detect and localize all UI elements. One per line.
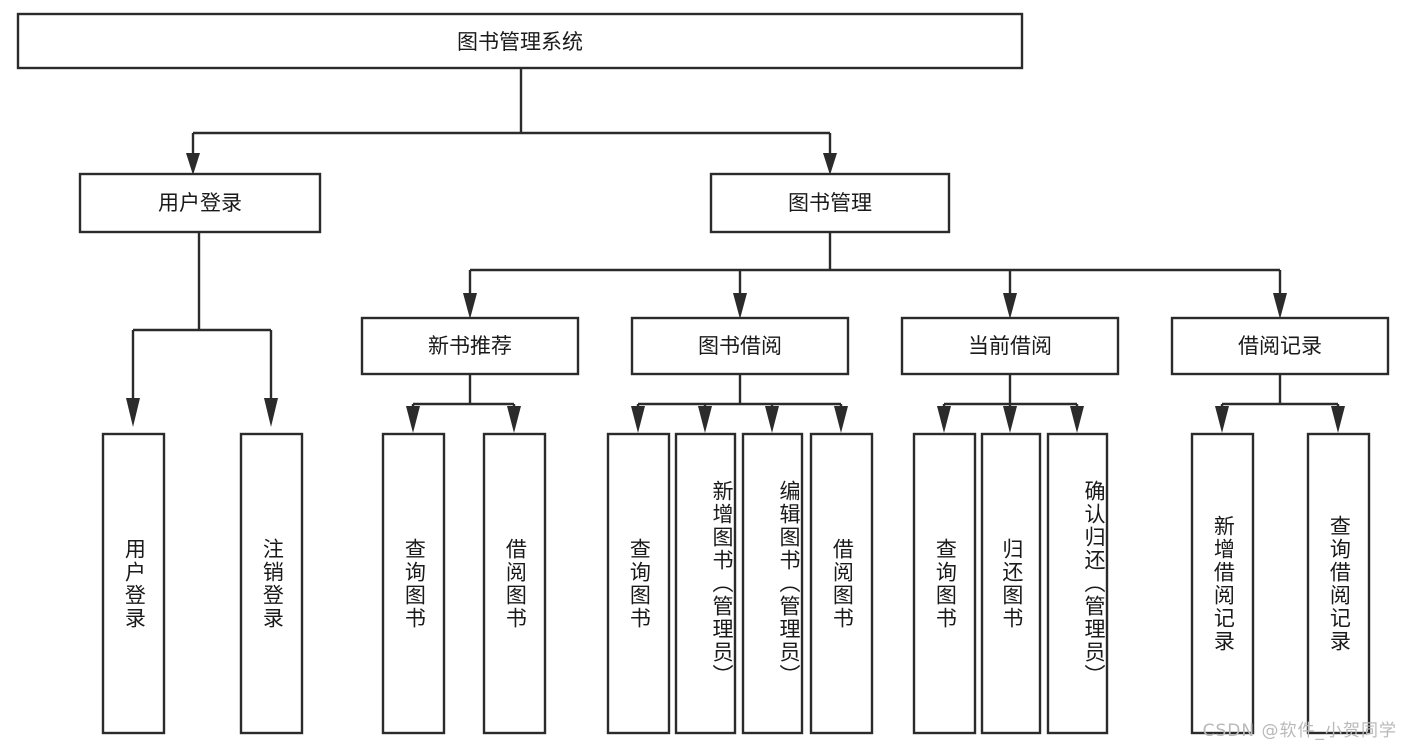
watermark-text: CSDN @软件_小贺同学 (1202, 721, 1397, 741)
arrow-head-record-leaf-2 (1331, 406, 1345, 433)
leaf-box-confirm-return-admin[interactable] (1046, 432, 1109, 735)
leaf-box-query-book-2[interactable] (606, 432, 671, 735)
arrow-head-to-record (1273, 293, 1287, 319)
node-root[interactable]: 图书管理系统 (16, 12, 1024, 70)
node-new-book-recommend-box[interactable] (360, 316, 580, 376)
leaf-box-query-borrow-record[interactable] (1306, 432, 1371, 735)
arrow-head-current-leaf-3 (1070, 406, 1084, 433)
arrow-head-borrow-leaf-2 (698, 406, 712, 433)
node-book-borrow-label: 图书借阅 (698, 334, 782, 358)
node-borrow-record-label: 借阅记录 (1238, 334, 1322, 358)
node-book-management-label: 图书管理 (788, 191, 872, 215)
node-borrow-record[interactable]: 借阅记录 (1170, 316, 1390, 376)
arrow-head-to-current (1003, 293, 1017, 319)
node-root-label: 图书管理系统 (457, 30, 583, 54)
arrow-head-to-bookmgmt (823, 153, 837, 175)
node-new-book-recommend[interactable]: 新书推荐 (360, 316, 580, 376)
node-current-borrow-box[interactable] (900, 316, 1120, 376)
node-user-login-box[interactable] (78, 172, 322, 234)
arrow-head-to-login (186, 153, 200, 175)
leaf-box-user-login[interactable] (101, 432, 166, 735)
arrow-head-borrow-leaf-4 (834, 406, 848, 433)
connector-group (126, 68, 1345, 433)
arrow-head-current-leaf-1 (937, 406, 951, 433)
leaf-box-add-book-admin[interactable] (674, 432, 737, 735)
node-root-box[interactable] (16, 12, 1024, 70)
leaf-box-logout[interactable] (239, 432, 304, 735)
arrow-head-to-newbook (463, 293, 477, 319)
arrow-head-login-leaf-2 (264, 398, 278, 427)
node-borrow-record-box[interactable] (1170, 316, 1390, 376)
leaf-box-edit-book-admin[interactable] (741, 432, 804, 735)
leaf-box-query-book-3[interactable] (912, 432, 977, 735)
leaf-box-query-book-1[interactable] (381, 432, 446, 735)
arrow-head-borrow-leaf-1 (631, 406, 645, 433)
arrow-head-record-leaf-1 (1215, 406, 1229, 433)
node-book-management-box[interactable] (709, 172, 951, 234)
leaf-box-return-book[interactable] (980, 432, 1042, 735)
arrow-head-newbook-leaf-1 (406, 406, 420, 433)
node-user-login[interactable]: 用户登录 (78, 172, 322, 234)
node-current-borrow-label: 当前借阅 (968, 334, 1052, 358)
arrow-head-newbook-leaf-2 (507, 406, 521, 433)
node-book-management[interactable]: 图书管理 (709, 172, 951, 234)
leaf-node-group (101, 432, 1371, 735)
arrow-head-current-leaf-2 (1003, 406, 1017, 433)
node-current-borrow[interactable]: 当前借阅 (900, 316, 1120, 376)
leaf-box-add-borrow-record[interactable] (1190, 432, 1255, 735)
leaf-box-borrow-book-1[interactable] (482, 432, 547, 735)
node-book-borrow[interactable]: 图书借阅 (630, 316, 850, 376)
arrow-head-login-leaf-1 (126, 398, 140, 427)
node-book-borrow-box[interactable] (630, 316, 850, 376)
leaf-box-borrow-book-2[interactable] (809, 432, 874, 735)
arrow-head-borrow-leaf-3 (765, 406, 779, 433)
node-new-book-recommend-label: 新书推荐 (428, 334, 512, 358)
node-user-login-label: 用户登录 (158, 191, 242, 215)
arrow-head-to-borrow (733, 293, 747, 319)
